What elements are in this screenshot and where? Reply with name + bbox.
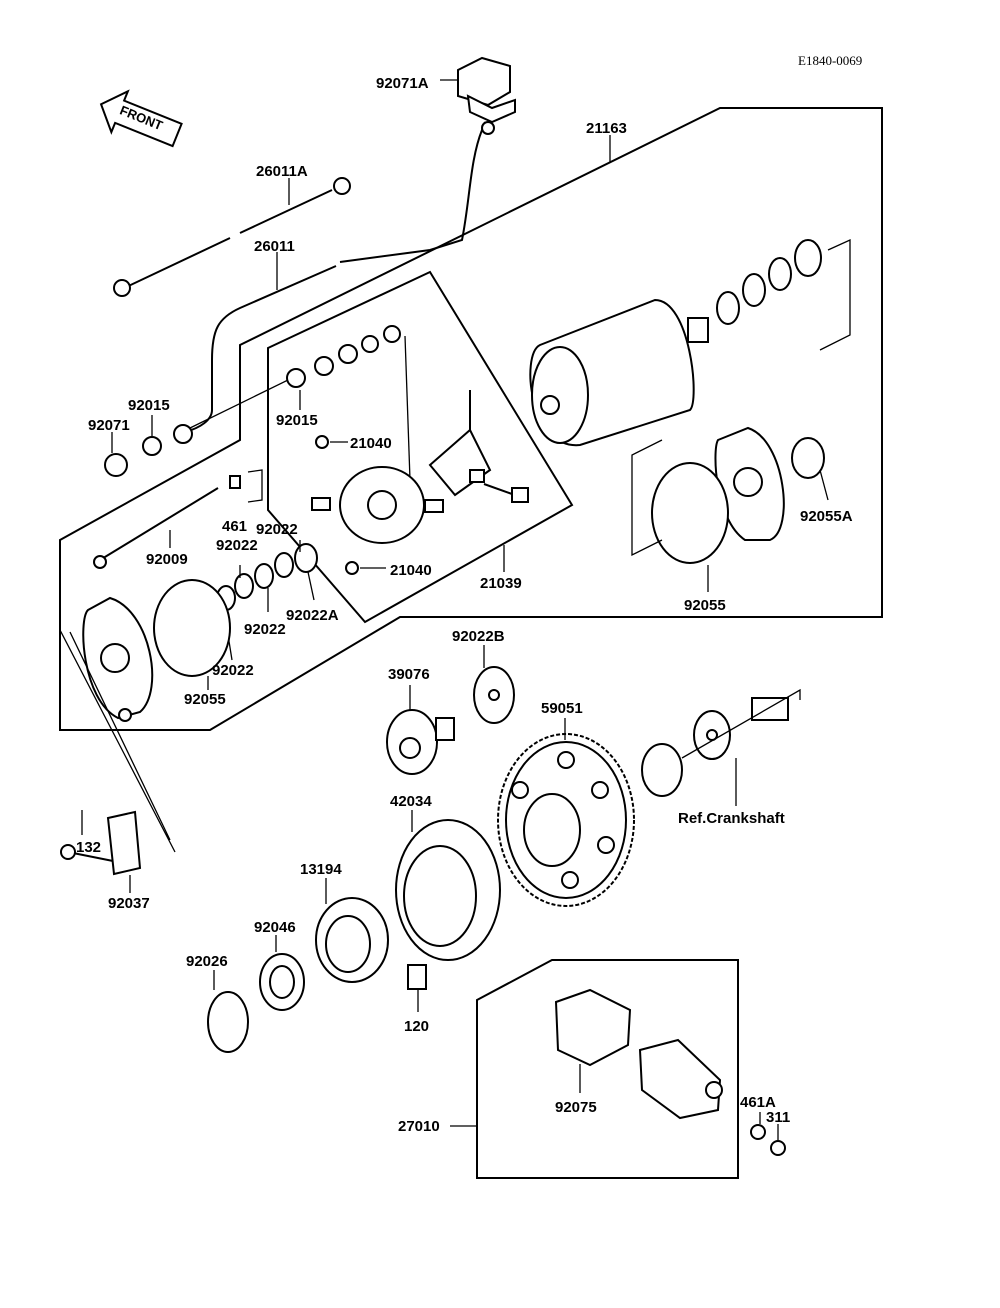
clip-21040a-part [315, 435, 329, 449]
label-92055-left: 92055 [184, 691, 226, 708]
label-311: 311 [766, 1109, 790, 1126]
bracket [681, 688, 801, 759]
label-39076: 39076 [388, 666, 430, 683]
label-ref-crankshaft: Ref.Crankshaft [678, 810, 785, 827]
label-21040-b: 21040 [390, 562, 432, 579]
nut-311-part [770, 1140, 786, 1156]
label-92075: 92075 [555, 1099, 597, 1116]
cable-26011-part [173, 265, 337, 444]
assembly-outline-27010 [476, 959, 739, 1179]
label-92071A: 92071A [376, 75, 429, 92]
terminal-cap-part [339, 56, 516, 263]
end-cover-left-part [82, 596, 154, 722]
label-92022-b: 92022 [216, 537, 258, 554]
bolt-120-part [407, 964, 427, 990]
relay-cover-92075-part [554, 988, 632, 1067]
clutch-gear-59051-part [497, 733, 635, 907]
label-92055-right: 92055 [684, 597, 726, 614]
assembly-outline-21039 [267, 270, 574, 624]
o-ring-92055A-part [791, 437, 825, 479]
left-washers-part [216, 543, 318, 611]
brush-holder-part [311, 466, 444, 544]
label-92015-a: 92015 [128, 397, 170, 414]
washer-92022B-hole [488, 689, 500, 701]
label-42034: 42034 [390, 793, 432, 810]
label-21163: 21163 [586, 120, 627, 137]
washer-stack-part [286, 325, 401, 388]
washer-92026-part [207, 991, 249, 1053]
label-92022-c: 92022 [244, 621, 286, 638]
o-ring-92055-right-part [651, 462, 729, 564]
bracket [247, 469, 263, 503]
cable-26011A-part [113, 177, 351, 297]
assembly-outline-21163 [59, 107, 883, 731]
nut-461A-part [750, 1124, 766, 1140]
leader [819, 469, 829, 501]
leader [307, 571, 315, 601]
label-26011: 26011 [254, 238, 295, 255]
label-120: 120 [404, 1018, 429, 1035]
nut-92071-part [104, 453, 128, 477]
label-92055A: 92055A [800, 508, 853, 525]
yoke-washers-part [716, 239, 822, 325]
label-132: 132 [76, 839, 101, 856]
label-92071: 92071 [88, 417, 130, 434]
label-92022-d: 92022 [212, 662, 254, 679]
clip-21040b-part [345, 561, 359, 575]
leader [189, 379, 289, 429]
bracket [631, 439, 663, 557]
label-92009: 92009 [146, 551, 188, 568]
label-92022B: 92022B [452, 628, 505, 645]
brush-spring-part [428, 390, 529, 503]
bolt-92009-part [93, 487, 219, 569]
label-59051: 59051 [541, 700, 583, 717]
relay-body-part [638, 1038, 723, 1120]
bracket-92037-part [106, 810, 142, 876]
nut-461-part [229, 475, 241, 489]
o-ring-92055-left-part [153, 579, 231, 677]
bolt-132-part [60, 844, 119, 863]
label-27010: 27010 [398, 1118, 440, 1135]
label-92015-b: 92015 [276, 412, 318, 429]
label-21040-a: 21040 [350, 435, 392, 452]
label-21039: 21039 [480, 575, 522, 592]
label-461A: 461A [740, 1094, 776, 1111]
label-92046: 92046 [254, 919, 296, 936]
idle-gear-39076-part [386, 709, 455, 775]
label-461: 461 [222, 518, 247, 535]
crankshaft-parts [641, 697, 789, 797]
bracket [819, 238, 851, 351]
front-arrow-icon [99, 89, 183, 148]
leader [404, 335, 411, 481]
ref-code: E1840-0069 [798, 53, 862, 68]
motor-yoke-part [529, 298, 709, 447]
label-92022A: 92022A [286, 607, 339, 624]
label-92022-a: 92022 [256, 521, 298, 538]
one-way-clutch-13194-part [315, 897, 389, 983]
clutch-housing-42034-part [395, 819, 501, 961]
label-13194: 13194 [300, 861, 342, 878]
leader [59, 629, 176, 853]
label-92037: 92037 [108, 895, 150, 912]
label-92026: 92026 [186, 953, 228, 970]
end-cover-right-part [714, 426, 785, 541]
washer-92015-part [142, 436, 162, 456]
label-26011A: 26011A [256, 163, 308, 180]
needle-bearing-92046-part [259, 953, 305, 1011]
